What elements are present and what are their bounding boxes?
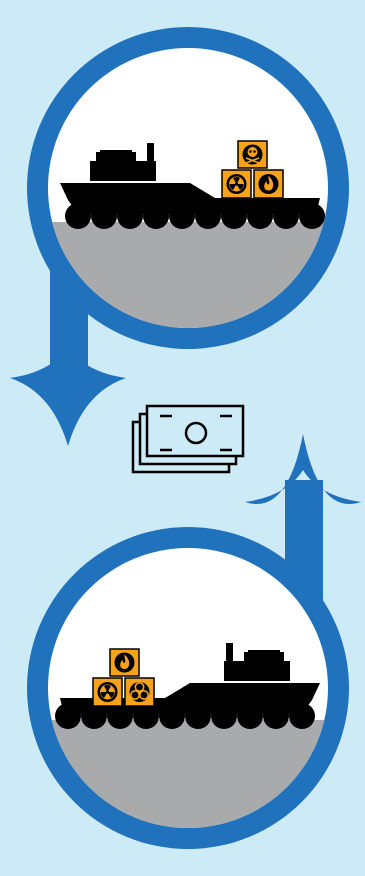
top-scene bbox=[10, 27, 349, 446]
radiation-icon bbox=[222, 170, 251, 198]
flame-icon bbox=[254, 170, 283, 198]
flame-icon bbox=[110, 649, 139, 676]
arrow-down-head bbox=[10, 346, 126, 446]
money-stack-icon bbox=[133, 406, 243, 472]
skull-crossbones-icon bbox=[238, 141, 267, 168]
radiation-icon bbox=[93, 678, 122, 706]
biohazard-icon bbox=[125, 678, 154, 706]
bottom-scene bbox=[27, 434, 361, 849]
